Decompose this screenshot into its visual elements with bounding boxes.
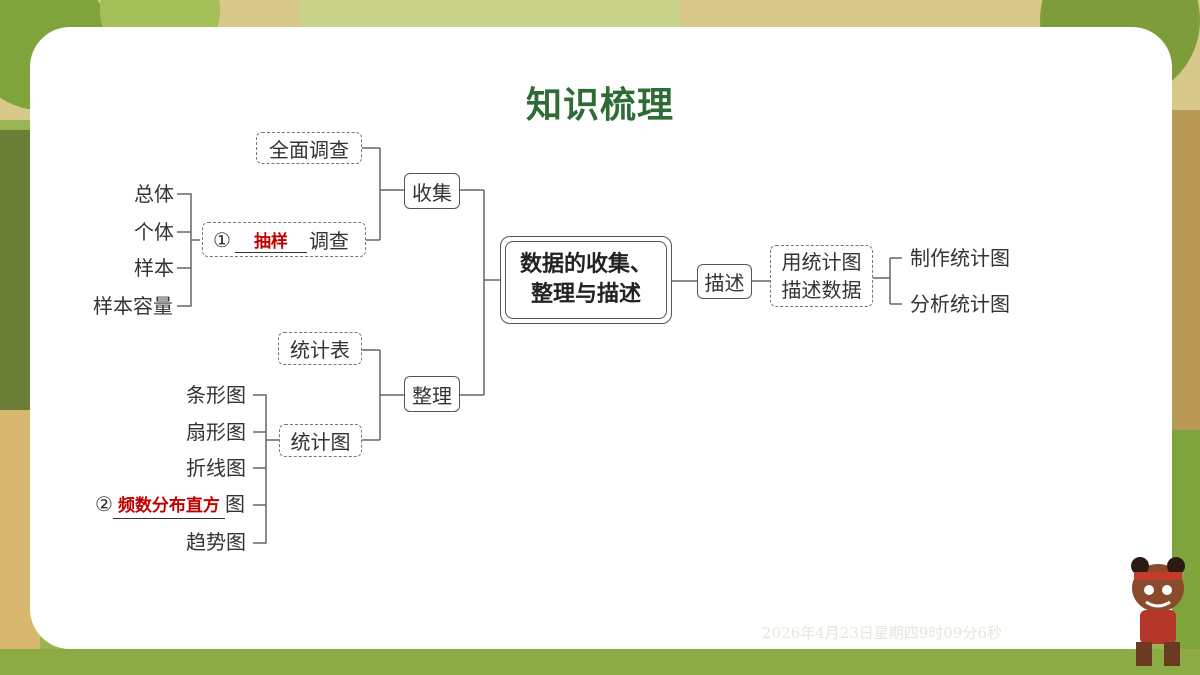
timestamp-watermark: 2026年4月23日星期四9时09分6秒 <box>762 624 1002 642</box>
collect-node: 收集 <box>404 173 460 209</box>
stat-chart-node: 统计图 <box>279 424 362 457</box>
concept-sample: 样本 <box>134 256 174 280</box>
organize-node: 整理 <box>404 376 460 412</box>
central-topic-line1: 数据的收集、 <box>519 252 652 277</box>
concept-population: 总体 <box>134 182 174 206</box>
describe-with-charts-node: 用统计图 描述数据 <box>770 245 873 307</box>
central-topic-line2: 整理与描述 <box>530 282 641 307</box>
chart-type-bar: 条形图 <box>186 383 246 407</box>
page-title: 知识梳理 <box>525 85 674 126</box>
histogram-suffix: 图 <box>224 492 245 516</box>
describe-box-line2: 描述数据 <box>781 278 862 302</box>
chart-type-pie: 扇形图 <box>186 420 246 444</box>
blank-number-2: ② <box>95 492 113 516</box>
answer-1: 抽样 <box>253 231 288 252</box>
answer-blank-1: 抽样 <box>234 227 307 253</box>
full-survey-node: 全面调查 <box>256 132 362 164</box>
stat-table-node: 统计表 <box>278 332 362 365</box>
concept-individual: 个体 <box>134 220 174 244</box>
sample-survey-node: ① 抽样 调查 <box>202 222 366 257</box>
analyze-chart-item: 分析统计图 <box>910 292 1010 316</box>
chart-type-trend: 趋势图 <box>186 530 246 554</box>
sample-survey-suffix: 调查 <box>308 229 349 253</box>
content-card <box>30 27 1172 649</box>
blank-number-1: ① <box>213 227 231 252</box>
answer-2: 频数分布直方 <box>117 496 220 516</box>
describe-node: 描述 <box>697 264 752 299</box>
answer-blank-2: 频数分布直方 <box>112 492 225 519</box>
central-topic: 数据的收集、 整理与描述 <box>500 236 672 324</box>
make-chart-item: 制作统计图 <box>910 246 1010 270</box>
concept-sample-size: 样本容量 <box>93 294 173 318</box>
chart-type-line: 折线图 <box>186 456 246 480</box>
mascot-illustration <box>1131 557 1185 666</box>
describe-box-line1: 用统计图 <box>781 250 862 274</box>
